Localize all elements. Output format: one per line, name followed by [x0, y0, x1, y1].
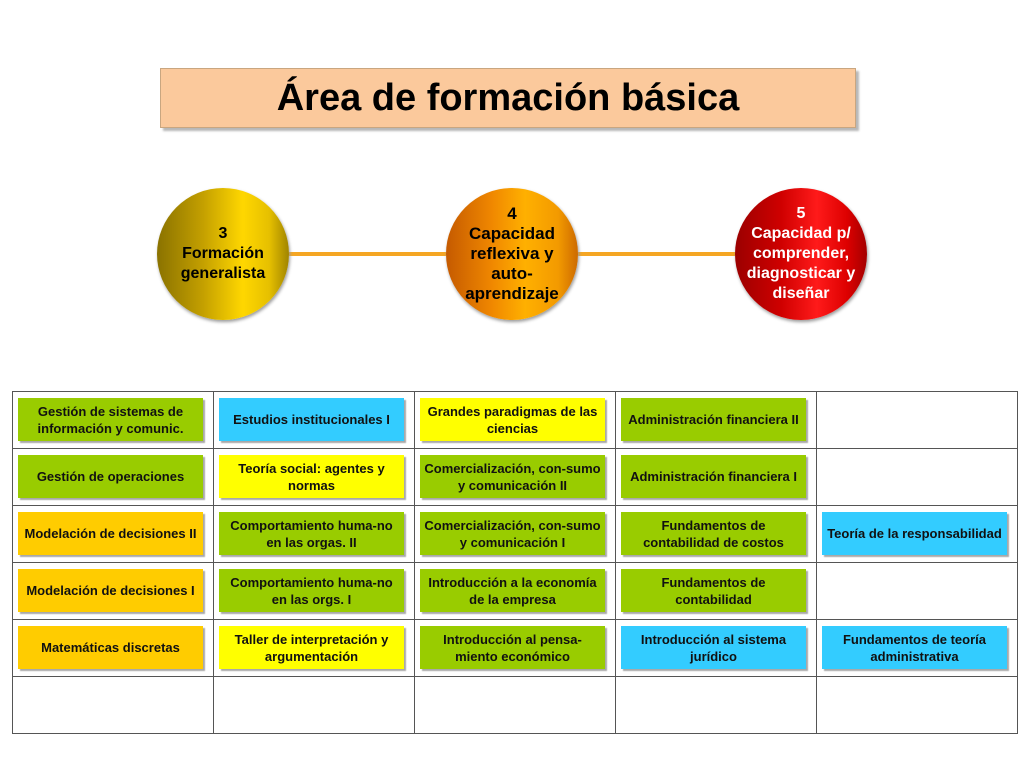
grid-cell	[12, 676, 214, 734]
competency-circle-formacion-generalista: 3 Formación generalista	[157, 188, 289, 320]
grid-row: Gestión de operaciones Teoría social: age…	[12, 448, 1018, 506]
circle-label: Formación generalista	[180, 245, 266, 282]
circle-label: Capacidad p/ comprender, diagnosticar y …	[746, 225, 856, 302]
competency-circle-capacidad-reflexiva: 4 Capacidad reflexiva y auto-aprendizaje	[446, 188, 578, 320]
grid-cell: Fundamentos de contabilidad	[615, 562, 817, 620]
grid-row: Gestión de sistemas de información y com…	[12, 391, 1018, 449]
circle-number: 4	[507, 204, 517, 223]
connector-line	[289, 252, 446, 256]
course-box: Taller de interpretación y argumentación	[219, 626, 404, 669]
grid-cell: Taller de interpretación y argumentación	[213, 619, 415, 677]
grid-cell: Introducción al sistema jurídico	[615, 619, 817, 677]
grid-cell: Modelación de decisiones I	[12, 562, 214, 620]
course-box: Fundamentos de teoría administrativa	[822, 626, 1007, 669]
grid-cell: Gestión de sistemas de información y com…	[12, 391, 214, 449]
course-box: Fundamentos de contabilidad de costos	[621, 512, 806, 555]
grid-cell: Comportamiento huma-no en las orgs. I	[213, 562, 415, 620]
circle-label: Capacidad reflexiva y auto-aprendizaje	[465, 224, 559, 303]
grid-cell	[816, 391, 1018, 449]
circle-number: 5	[796, 205, 806, 222]
grid-row: Modelación de decisiones I Comportamiento…	[12, 562, 1018, 620]
grid-cell: Introducción a la economía de la empresa	[414, 562, 616, 620]
grid-cell	[615, 676, 817, 734]
page-title: Área de formación básica	[276, 76, 740, 119]
course-box: Modelación de decisiones II	[18, 512, 203, 555]
grid-cell: Fundamentos de teoría administrativa	[816, 619, 1018, 677]
course-box: Comercialización, con-sumo y comunicació…	[420, 512, 605, 555]
grid-cell: Comportamiento huma-no en las orgas. II	[213, 505, 415, 563]
grid-cell: Introducción al pensa-miento económico	[414, 619, 616, 677]
grid-cell: Teoría de la responsabilidad	[816, 505, 1018, 563]
grid-cell	[213, 676, 415, 734]
grid-row: Matemáticas discretas Taller de interpret…	[12, 619, 1018, 677]
grid-cell: Matemáticas discretas	[12, 619, 214, 677]
grid-cell: Comercialización, con-sumo y comunicació…	[414, 505, 616, 563]
grid-row	[12, 676, 1018, 734]
grid-cell: Modelación de decisiones II	[12, 505, 214, 563]
circle-number: 3	[218, 225, 228, 242]
course-box: Comportamiento huma-no en las orgs. I	[219, 569, 404, 612]
course-box: Teoría social: agentes y normas	[219, 455, 404, 498]
course-box: Introducción a la economía de la empresa	[420, 569, 605, 612]
course-box: Teoría de la responsabilidad	[822, 512, 1007, 555]
connector-line	[578, 252, 735, 256]
grid-row: Modelación de decisiones II Comportamient…	[12, 505, 1018, 563]
grid-cell: Gestión de operaciones	[12, 448, 214, 506]
grid-cell: Administración financiera II	[615, 391, 817, 449]
course-box: Matemáticas discretas	[18, 626, 203, 669]
course-box: Administración financiera I	[621, 455, 806, 498]
course-box: Introducción al sistema jurídico	[621, 626, 806, 669]
grid-cell	[816, 562, 1018, 620]
course-box: Introducción al pensa-miento económico	[420, 626, 605, 669]
grid-cell: Teoría social: agentes y normas	[213, 448, 415, 506]
course-box: Grandes paradigmas de las ciencias	[420, 398, 605, 441]
grid-cell: Comercialización, con-sumo y comunicació…	[414, 448, 616, 506]
course-box: Modelación de decisiones I	[18, 569, 203, 612]
competency-circle-capacidad-comprender: 5 Capacidad p/ comprender, diagnosticar …	[735, 188, 867, 320]
title-banner: Área de formación básica	[160, 68, 856, 128]
grid-cell: Estudios institucionales I	[213, 391, 415, 449]
grid-cell	[816, 448, 1018, 506]
grid-cell	[816, 676, 1018, 734]
course-box: Comportamiento huma-no en las orgas. II	[219, 512, 404, 555]
course-grid: Gestión de sistemas de información y com…	[12, 391, 1018, 734]
grid-cell: Fundamentos de contabilidad de costos	[615, 505, 817, 563]
grid-cell	[414, 676, 616, 734]
course-box: Gestión de operaciones	[18, 455, 203, 498]
course-box: Administración financiera II	[621, 398, 806, 441]
course-box: Estudios institucionales I	[219, 398, 404, 441]
grid-cell: Administración financiera I	[615, 448, 817, 506]
course-box: Gestión de sistemas de información y com…	[18, 398, 203, 441]
grid-cell: Grandes paradigmas de las ciencias	[414, 391, 616, 449]
course-box: Comercialización, con-sumo y comunicació…	[420, 455, 605, 498]
course-box: Fundamentos de contabilidad	[621, 569, 806, 612]
